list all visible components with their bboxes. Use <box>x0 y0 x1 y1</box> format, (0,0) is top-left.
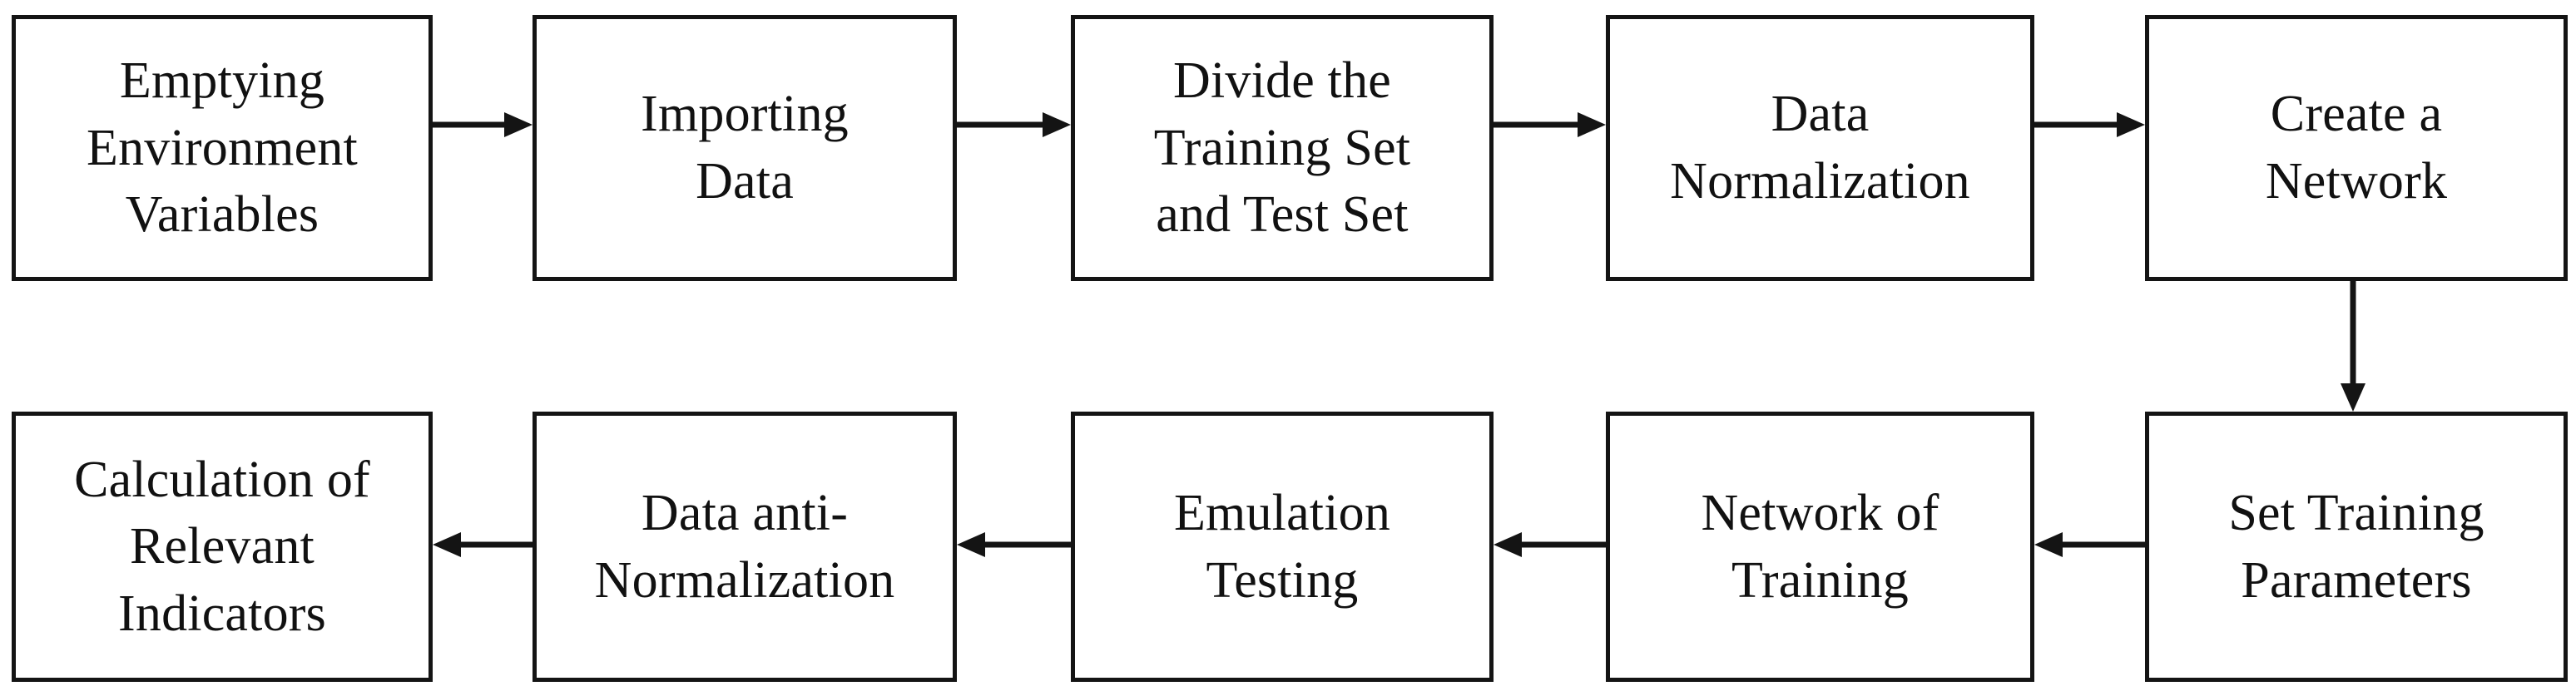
flowchart-node-n3[interactable]: Divide the Training Set and Test Set <box>1071 15 1494 281</box>
flowchart-node-n7[interactable]: Network of Training <box>1606 412 2034 682</box>
flowchart-arrow-e4 <box>2034 100 2145 150</box>
flowchart-node-label: Emptying Environment Variables <box>87 52 358 244</box>
flowchart-arrow-e6 <box>2034 520 2145 570</box>
flowchart-node-n10[interactable]: Calculation of Relevant Indicators <box>12 412 433 682</box>
flowchart-node-n8[interactable]: Emulation Testing <box>1071 412 1494 682</box>
flowchart-node-label: Network of Training <box>1701 484 1939 609</box>
flowchart-node-label: Set Training Parameters <box>2228 484 2484 609</box>
flowchart-node-label: Importing Data <box>641 86 849 210</box>
flowchart-arrow-e8 <box>957 520 1071 570</box>
flowchart-arrow-e2 <box>957 100 1071 150</box>
flowchart-node-n4[interactable]: Data Normalization <box>1606 15 2034 281</box>
flowchart-node-n5[interactable]: Create a Network <box>2145 15 2568 281</box>
flowchart-arrow-e7 <box>1494 520 1606 570</box>
flowchart-node-label: Calculation of Relevant Indicators <box>74 451 370 642</box>
flowchart-node-label: Divide the Training Set and Test Set <box>1153 52 1411 244</box>
flowchart-arrow-e3 <box>1494 100 1606 150</box>
flowchart-node-n1[interactable]: Emptying Environment Variables <box>12 15 433 281</box>
flowchart-node-n9[interactable]: Data anti- Normalization <box>533 412 957 682</box>
flowchart-node-label: Create a Network <box>2265 86 2448 210</box>
flowchart-node-label: Emulation Testing <box>1173 484 1391 609</box>
flowchart-arrow-e1 <box>433 100 533 150</box>
flowchart-node-label: Data anti- Normalization <box>594 484 895 609</box>
flowchart-node-n2[interactable]: Importing Data <box>533 15 957 281</box>
flowchart-arrow-e5 <box>2328 281 2378 412</box>
flowchart-node-label: Data Normalization <box>1670 86 1970 210</box>
flowchart-arrow-e9 <box>433 520 533 570</box>
flowchart-node-n6[interactable]: Set Training Parameters <box>2145 412 2568 682</box>
